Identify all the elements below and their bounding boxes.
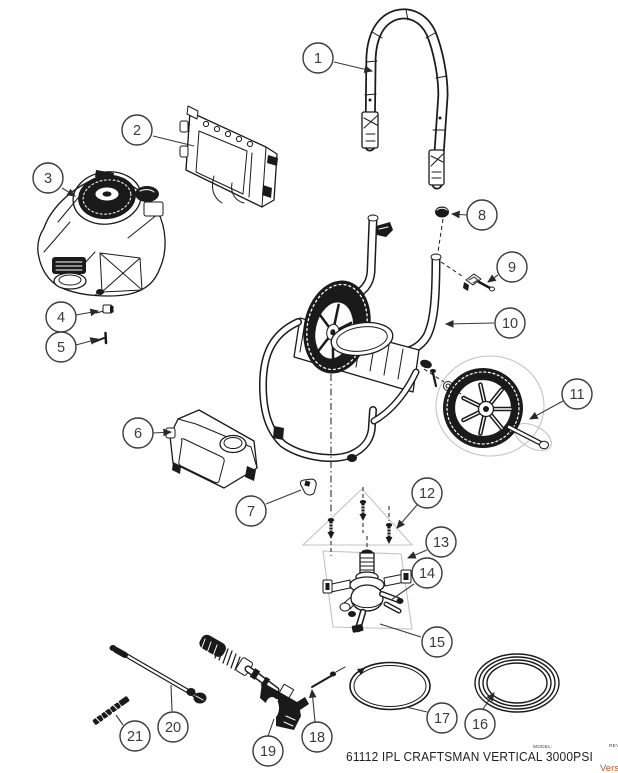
- pump-part: [322, 549, 412, 633]
- pin-part-18: [311, 666, 346, 688]
- nozzles-part-21: [92, 696, 130, 725]
- leader-lines: [61, 61, 564, 737]
- assembly-dash-lines: [330, 218, 468, 556]
- svg-text:17: 17: [434, 711, 450, 727]
- handle-part: [361, 8, 449, 190]
- callout-5: 5: [45, 331, 77, 363]
- svg-text:3: 3: [44, 171, 52, 187]
- bolt: [385, 523, 393, 544]
- wheel-part-11: [443, 368, 549, 450]
- callout-12: 12: [411, 477, 443, 509]
- bolts-part-12: [327, 500, 393, 544]
- svg-text:11: 11: [569, 387, 584, 403]
- svg-text:7: 7: [247, 504, 255, 520]
- callout-4: 4: [45, 301, 77, 333]
- rev-label: REV.: [609, 743, 618, 749]
- spray-gun-part: [199, 634, 309, 730]
- callouts: 1 2 3 4 5 6 7 8 9 10 11 12 13 14 15 16 1…: [32, 42, 593, 767]
- callout-7: 7: [235, 495, 267, 527]
- svg-text:19: 19: [260, 744, 276, 760]
- clamp-part-9: [463, 273, 495, 292]
- callout-6: 6: [122, 417, 154, 449]
- svg-text:15: 15: [429, 635, 445, 651]
- panel-part: [179, 105, 278, 208]
- svg-text:1: 1: [314, 51, 322, 67]
- callout-18: 18: [301, 721, 333, 753]
- callout-11: 11: [561, 378, 593, 410]
- svg-text:20: 20: [165, 720, 181, 736]
- svg-text:4: 4: [57, 310, 65, 326]
- callout-14: 14: [411, 557, 443, 589]
- callout-19: 19: [252, 735, 284, 767]
- callout-16: 16: [464, 708, 496, 740]
- svg-text:16: 16: [472, 717, 488, 733]
- svg-text:5: 5: [57, 340, 65, 356]
- wand-part-20: [109, 645, 207, 704]
- callout-21: 21: [119, 720, 151, 752]
- svg-text:2: 2: [133, 123, 141, 139]
- svg-text:8: 8: [478, 208, 486, 224]
- callout-3: 3: [32, 162, 64, 194]
- fuel-tank-part: [165, 409, 258, 489]
- svg-text:14: 14: [419, 566, 435, 582]
- callout-9: 9: [496, 251, 528, 283]
- hose-part-16: [474, 653, 560, 713]
- pin-part-5: [93, 331, 108, 345]
- svg-text:21: 21: [127, 729, 143, 745]
- svg-text:12: 12: [419, 486, 435, 502]
- callout-20: 20: [157, 711, 189, 743]
- callout-17: 17: [426, 702, 458, 734]
- callout-8: 8: [466, 199, 498, 231]
- clip-part-7: [299, 478, 317, 496]
- engine-part: [37, 170, 166, 297]
- construction-outlines: [301, 355, 552, 630]
- version-watermark: Vers: [600, 763, 618, 773]
- bolt: [359, 500, 367, 521]
- callout-10: 10: [494, 307, 526, 339]
- callout-15: 15: [421, 626, 453, 658]
- callout-1: 1: [302, 42, 334, 74]
- callout-2: 2: [121, 114, 153, 146]
- bolt-part-4: [94, 289, 114, 314]
- oring-part-17: [349, 661, 431, 711]
- frame-part: [259, 214, 453, 462]
- svg-text:18: 18: [309, 730, 325, 746]
- svg-text:10: 10: [502, 316, 518, 332]
- svg-text:9: 9: [508, 260, 516, 276]
- title-block: MODEL: REV. 61112 IPL CRAFTSMAN VERTICAL…: [346, 743, 618, 773]
- diagram-title: 61112 IPL CRAFTSMAN VERTICAL 3000PSI: [346, 750, 593, 764]
- bolt: [327, 518, 335, 539]
- svg-text:13: 13: [433, 535, 449, 551]
- model-label: MODEL:: [533, 744, 553, 750]
- callout-13: 13: [425, 526, 457, 558]
- svg-text:6: 6: [134, 426, 142, 442]
- cap-part-8: [435, 206, 449, 218]
